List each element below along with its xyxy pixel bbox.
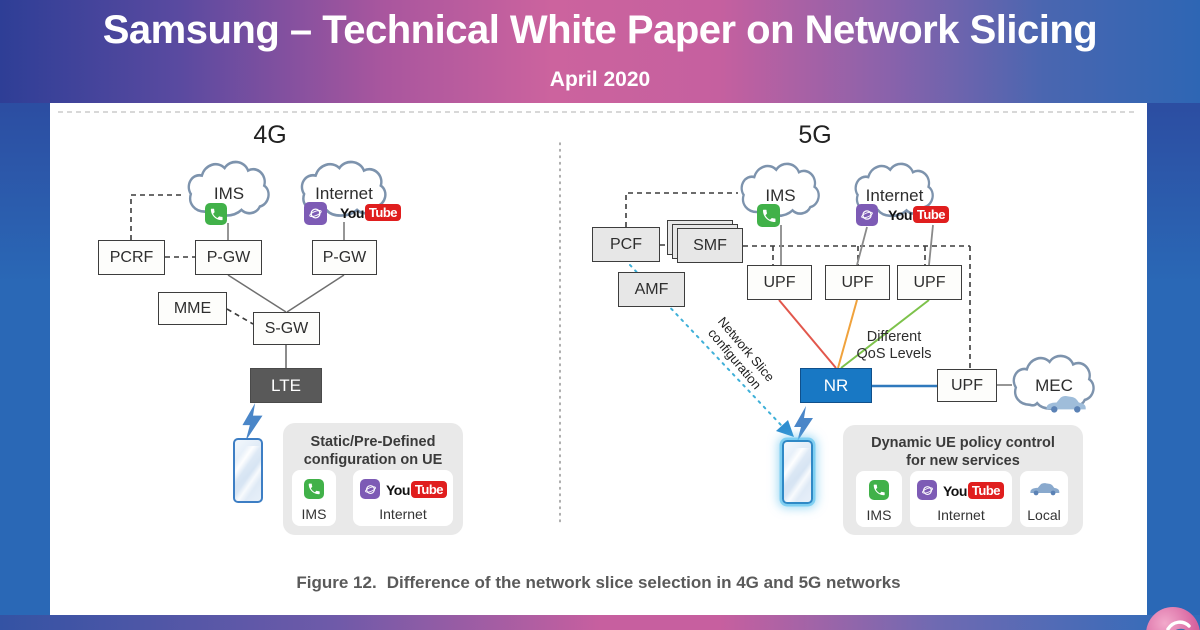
ims-phone-icon [205,203,227,225]
cloud-5g-ims: IMS [738,160,823,227]
box-sgw: S-GW [253,312,320,345]
card-label: Internet [379,506,427,522]
cloud-label: IMS [765,186,796,205]
ims-phone-icon [757,204,780,227]
internet-globe-icon [917,480,937,500]
info-panel-title-line2: configuration on UE [303,452,443,468]
box-lte: LTE [250,368,322,403]
qos-levels-label: Different QoS Levels [833,329,955,363]
service-card-ims: IMS [292,470,336,526]
box-upf-3: UPF [897,265,962,300]
youtube-you: You [386,481,410,498]
header-banner: Samsung – Technical White Paper on Netwo… [0,0,1200,103]
info-panel-title-line1: Static/Pre-Defined [310,434,436,450]
qos-line2: QoS Levels [856,346,932,362]
figure-caption-number: Figure 12. [296,573,377,592]
box-pcf: PCF [592,227,660,262]
figure-panel: 4G IMS Internet You [50,103,1147,615]
youtube-you: You [340,204,364,221]
cloud-4g-ims: IMS [185,158,273,225]
box-smf: SMF [677,228,743,263]
internet-globe-icon [360,479,380,499]
car-icon [1030,483,1060,496]
youtube-logo: You Tube [340,204,401,221]
youtube-tube: Tube [364,204,401,221]
box-amf: AMF [618,272,685,307]
logo-glyph [1166,620,1191,630]
page-subtitle: April 2020 [549,68,651,91]
car-icon [1046,396,1086,413]
qos-line1: Different [866,329,922,345]
card-label: IMS [301,506,327,522]
box-pgw-2: P-GW [312,240,377,275]
info-panel-4g: Static/Pre-Defined configuration on UE I… [283,423,463,535]
youtube-tube: Tube [410,481,447,498]
figure-caption-text: Difference of the network slice selectio… [386,573,901,592]
service-card-local: Local [1020,471,1068,527]
cloud-label: Internet [865,186,924,205]
box-upf-mec: UPF [937,369,997,402]
youtube-logo: You Tube [943,482,1004,499]
info-panel-title-line1: Dynamic UE policy control [871,435,1055,451]
figure-caption: Figure 12. Difference of the network slic… [50,573,1147,593]
samsung-networks-logo [1146,607,1200,630]
cloud-label: MEC [1035,376,1073,395]
internet-globe-icon [304,202,327,225]
internet-globe-icon [856,204,878,226]
bottom-bar [0,615,1200,630]
box-upf-2: UPF [825,265,890,300]
youtube-logo: You Tube [386,481,447,498]
box-pcrf: PCRF [98,240,165,275]
youtube-logo: You Tube [888,206,949,223]
card-label: Internet [937,507,985,523]
section-title-5g: 5G [798,121,832,149]
service-card-internet: You Tube Internet [910,471,1012,527]
phone-screen [784,448,811,502]
cloud-label: Internet [315,184,373,203]
info-panel-5g: Dynamic UE policy control for new servic… [843,425,1083,535]
card-label: Local [1027,507,1061,523]
box-pgw-1: P-GW [195,240,262,275]
box-nr: NR [800,368,872,403]
ue-phone-4g [233,438,263,503]
lightning-bolt-icon [242,403,263,441]
phone-screen [235,446,261,501]
youtube-tube: Tube [967,482,1004,499]
cloud-shape [854,162,934,218]
card-label: IMS [866,507,892,523]
service-card-internet: You Tube Internet [353,470,453,526]
youtube-you: You [943,482,967,499]
ims-phone-icon [869,480,889,500]
box-upf-1: UPF [747,265,812,300]
cloud-label: IMS [213,184,245,203]
service-card-ims: IMS [856,471,902,527]
ue-phone-5g [782,440,813,504]
box-mme: MME [158,292,227,325]
lightning-bolt-icon [794,406,813,442]
cloud-5g-internet: Internet You Tube [852,160,949,226]
youtube-tube: Tube [912,206,949,223]
cloud-4g-internet: Internet You Tube [298,158,401,225]
youtube-you: You [888,206,912,223]
page-title: Samsung – Technical White Paper on Netwo… [102,8,1098,52]
section-title-4g: 4G [253,121,287,149]
cloud-mec: MEC [1010,352,1098,418]
ims-phone-icon [304,479,324,499]
info-panel-title-line2: for new services [906,453,1020,469]
